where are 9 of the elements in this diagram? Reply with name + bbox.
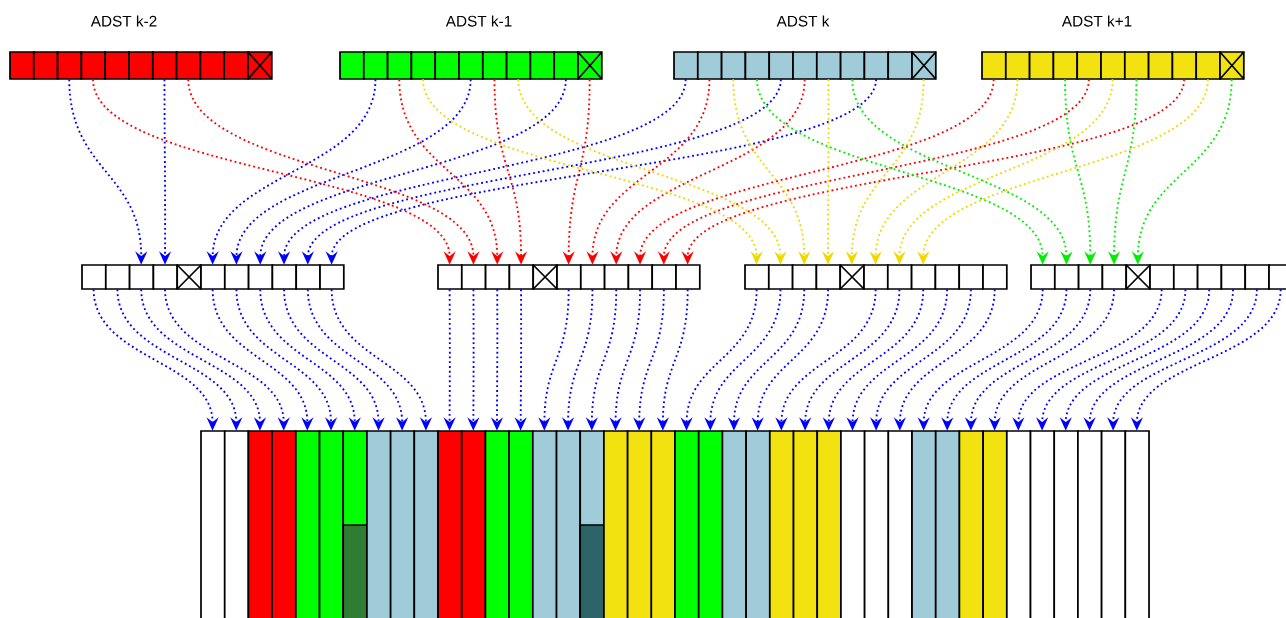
cell-array [81, 264, 345, 290]
array-label: ADST k-2 [90, 15, 157, 27]
cell-array [1030, 264, 1286, 290]
array-label: ADST k [776, 15, 830, 27]
cell-array [437, 264, 701, 290]
cell-array [744, 264, 1008, 290]
array-label: ADST k-1 [445, 15, 512, 27]
array-label: ADST k+1 [1061, 15, 1132, 27]
cell-array [200, 430, 1150, 618]
